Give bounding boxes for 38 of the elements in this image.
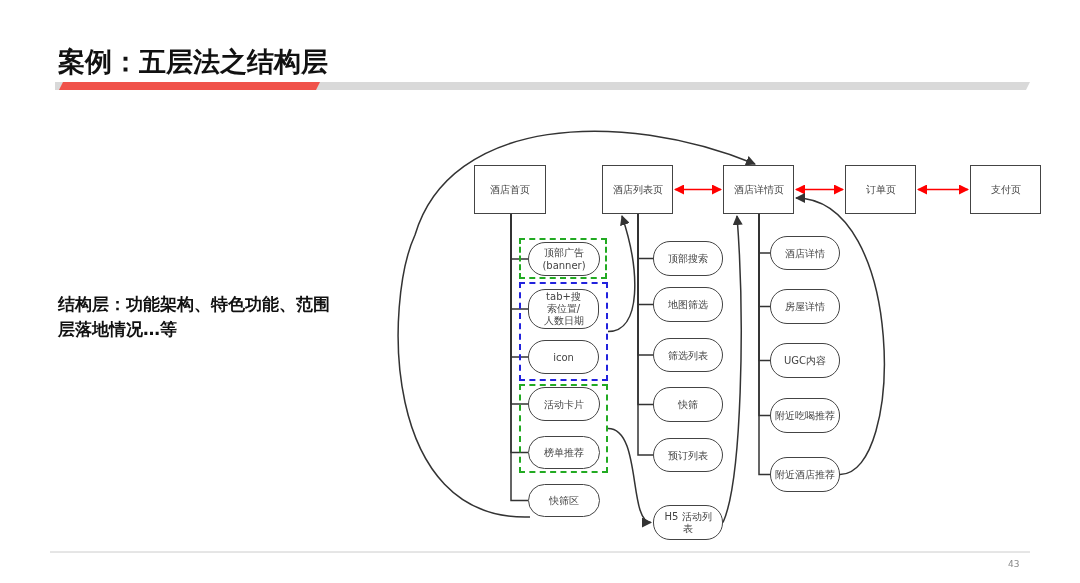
tree-connector — [758, 213, 771, 476]
module-box: 地图筛选 — [653, 287, 723, 322]
page-number: 43 — [1008, 559, 1020, 569]
module-box: 顶部搜索 — [653, 241, 723, 276]
page-box: 订单页 — [845, 165, 916, 214]
page-box: 酒店详情页 — [723, 165, 794, 214]
page-box: 支付页 — [970, 165, 1041, 214]
module-box: 筛选列表 — [653, 338, 723, 372]
module-box: 顶部广告 (banner) — [528, 242, 600, 276]
module-box: H5 活动列表 — [653, 505, 723, 540]
arrow — [607, 427, 652, 525]
module-box: 房屋详情 — [770, 289, 840, 324]
page-box: 酒店首页 — [474, 165, 546, 214]
arrow — [607, 215, 636, 333]
arrow — [674, 184, 722, 195]
group-frame — [519, 384, 608, 473]
module-box: tab+搜索位置/人数日期 — [528, 289, 599, 329]
module-box: 快筛 — [653, 387, 723, 422]
arrow — [722, 215, 743, 524]
module-box: 附近吃喝推荐 — [770, 398, 840, 433]
tree-connector — [510, 213, 529, 502]
group-frame — [519, 238, 607, 279]
arrow — [795, 184, 844, 195]
module-box: 预订列表 — [653, 438, 723, 472]
module-box: 快筛区 — [528, 484, 600, 517]
module-box: 活动卡片 — [528, 387, 600, 421]
slide-title: 案例：五层法之结构层 — [58, 45, 328, 79]
arrow — [397, 130, 756, 518]
arrow — [917, 184, 969, 195]
group-frame — [519, 282, 608, 381]
module-box: 附近酒店推荐 — [770, 457, 840, 492]
module-box: icon — [528, 340, 599, 374]
module-box: 榜单推荐 — [528, 436, 600, 469]
page-box: 酒店列表页 — [602, 165, 673, 214]
side-note: 结构层：功能架构、特色功能、范围层落地情况…等 — [58, 293, 331, 341]
arrow — [795, 195, 885, 476]
module-box: 酒店详情 — [770, 236, 840, 270]
module-box: UGC内容 — [770, 343, 840, 378]
